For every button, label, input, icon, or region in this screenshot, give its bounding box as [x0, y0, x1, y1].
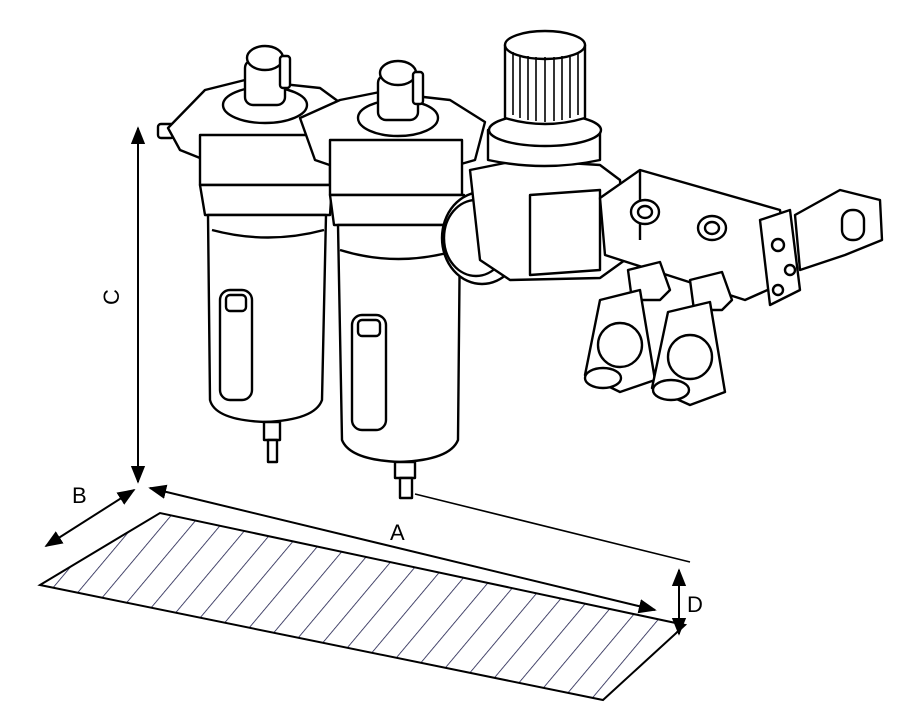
frl-unit: [156, 29, 884, 500]
ball-valve-1: [583, 260, 672, 394]
dimension-d: D: [671, 568, 703, 636]
ball-valve-2: [650, 270, 734, 407]
dimension-c: C: [99, 126, 146, 484]
pressure-regulator: [468, 29, 627, 282]
dimension-b: B: [44, 483, 136, 547]
dimension-b-label: B: [72, 483, 87, 508]
filter-bowl-2: [298, 59, 487, 500]
dimension-a-label: A: [390, 520, 405, 545]
footprint-area: [37, 511, 688, 702]
dimension-a: A: [148, 484, 691, 614]
dimension-c-label: C: [99, 289, 124, 305]
dimension-d-label: D: [687, 592, 703, 617]
filter-bowl-1: [166, 44, 352, 464]
